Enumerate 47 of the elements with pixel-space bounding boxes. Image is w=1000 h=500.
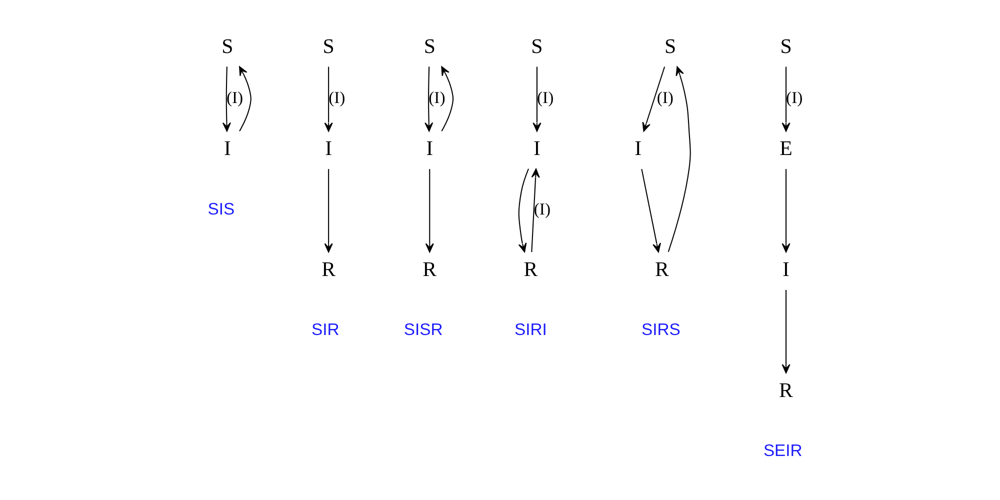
node-text: R: [523, 257, 538, 282]
label: SISR: [403, 320, 442, 340]
node-text: S: [530, 34, 542, 58]
node-text: S: [221, 34, 233, 58]
node-text: E: [779, 136, 792, 160]
node-text: S: [322, 34, 334, 58]
edge-label: (I): [786, 88, 802, 107]
arrow: [781, 290, 790, 374]
node-text: I: [634, 136, 642, 160]
node-text: R: [321, 257, 336, 282]
arrow: [324, 66, 332, 132]
node-text: R: [422, 257, 436, 282]
label: SIRI: [514, 320, 546, 340]
node-text: I: [426, 136, 433, 160]
arrow: [238, 66, 251, 132]
arrow: [640, 168, 660, 252]
arrow: [222, 66, 230, 132]
node-text: R: [654, 257, 668, 282]
node-text: S: [664, 34, 676, 58]
label: SEIR: [762, 441, 802, 460]
arrow: [424, 169, 434, 252]
arrow: [324, 169, 332, 252]
arrow: [532, 66, 541, 132]
arrow: [424, 66, 433, 132]
arrow: [667, 66, 690, 252]
edge-label: (I): [328, 88, 345, 107]
label: SIRS: [641, 320, 680, 340]
arrow: [530, 168, 540, 252]
node-text: I: [224, 136, 230, 160]
arrow: [781, 169, 790, 252]
edge-label: (I): [226, 88, 243, 107]
node-text: I: [533, 136, 540, 160]
edge-label: (I): [656, 88, 673, 107]
arrow: [781, 66, 790, 132]
node-text: S: [780, 34, 792, 58]
edge-label: (I): [428, 88, 445, 107]
arrow: [440, 66, 454, 132]
edge-label: (I): [536, 88, 554, 107]
node-text: S: [423, 34, 435, 58]
node-text: R: [778, 378, 792, 402]
label: SIS: [207, 199, 234, 218]
arrow: [518, 168, 528, 252]
node-text: I: [324, 136, 332, 160]
edge-label: (I): [533, 199, 550, 218]
label: SIR: [311, 320, 339, 340]
arrow: [642, 66, 665, 132]
node-text: I: [782, 257, 789, 282]
